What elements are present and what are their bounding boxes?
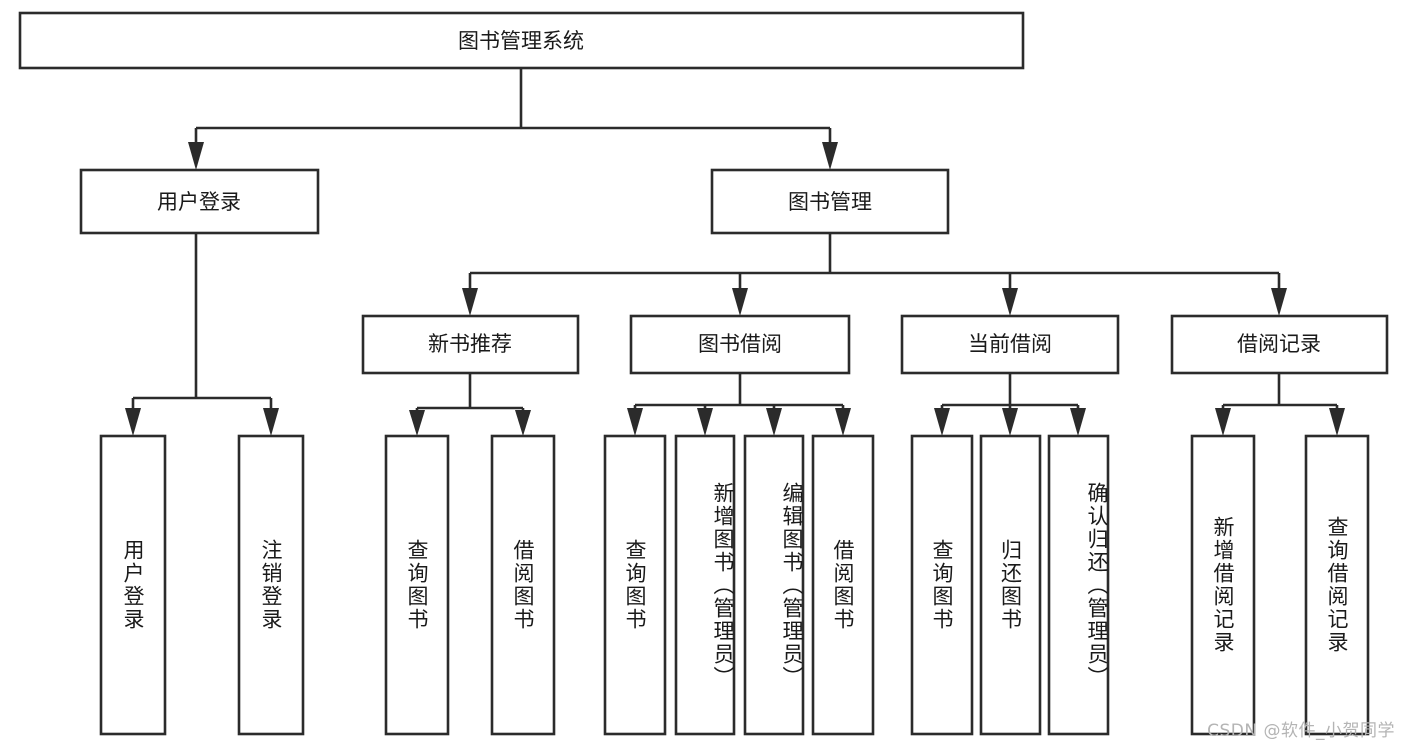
arrow-to-leaf-logout (263, 408, 279, 436)
csdn-watermark: CSDN @软件_小贺同学 (1207, 721, 1395, 741)
arrow-to-leaf-query-book-2 (627, 408, 643, 436)
arrow-to-leaf-query-record (1329, 408, 1345, 436)
node-current-borrow-label: 当前借阅 (968, 332, 1052, 356)
leaf-box-add-record[interactable] (1190, 434, 1256, 736)
arrow-to-leaf-query-book-3 (934, 408, 950, 436)
leaf-box-return-book[interactable] (979, 434, 1042, 736)
node-layer: 图书管理系统 用户登录 图书管理 新书推荐 图书借阅 当前借阅 借阅记录 (18, 11, 1389, 736)
arrow-to-leaf-borrow-book-1 (515, 410, 531, 436)
node-system-title[interactable] (18, 11, 1025, 70)
node-user-login-label: 用户登录 (157, 190, 241, 214)
node-new-book-recommend[interactable] (361, 314, 580, 375)
arrow-to-leaf-confirm-return (1070, 408, 1086, 436)
leaf-box-edit-book[interactable] (743, 434, 805, 736)
arrow-to-book-management (822, 142, 838, 170)
node-book-management-label: 图书管理 (788, 190, 872, 214)
leaf-box-logout[interactable] (237, 434, 305, 736)
leaf-box-borrow-book-2[interactable] (811, 434, 875, 736)
node-system-title-label: 图书管理系统 (458, 29, 584, 53)
leaf-box-query-book-1[interactable] (384, 434, 450, 736)
arrow-to-leaf-edit-book (766, 408, 782, 436)
leaf-box-confirm-return[interactable] (1047, 434, 1110, 736)
node-borrow-record[interactable] (1170, 314, 1389, 375)
leaf-box-borrow-book-1[interactable] (490, 434, 556, 736)
arrow-to-leaf-query-book-1 (409, 410, 425, 436)
node-book-borrow[interactable] (629, 314, 851, 375)
leaf-box-query-book-2[interactable] (603, 434, 667, 736)
arrow-to-current-borrow (1002, 288, 1018, 316)
leaf-box-query-book-3[interactable] (910, 434, 974, 736)
node-current-borrow[interactable] (900, 314, 1120, 375)
node-user-login[interactable] (79, 168, 320, 235)
arrow-to-new-book-recommend (462, 288, 478, 316)
arrow-to-book-borrow (732, 288, 748, 316)
node-borrow-record-label: 借阅记录 (1237, 332, 1321, 356)
arrow-to-borrow-record (1271, 288, 1287, 316)
arrow-to-leaf-add-record (1215, 408, 1231, 436)
leaf-box-add-book[interactable] (674, 434, 736, 736)
node-book-borrow-label: 图书借阅 (698, 332, 782, 356)
arrow-to-leaf-add-book (697, 408, 713, 436)
arrow-to-leaf-user-login (125, 408, 141, 436)
arrow-to-leaf-return-book (1002, 408, 1018, 436)
arrow-to-user-login (188, 142, 204, 170)
connector-layer (125, 68, 1345, 436)
leaf-box-user-login[interactable] (99, 434, 167, 736)
leaf-box-query-record[interactable] (1304, 434, 1370, 736)
node-book-management[interactable] (710, 168, 950, 235)
arrow-to-leaf-borrow-book-2 (835, 408, 851, 436)
node-new-book-recommend-label: 新书推荐 (428, 332, 512, 356)
